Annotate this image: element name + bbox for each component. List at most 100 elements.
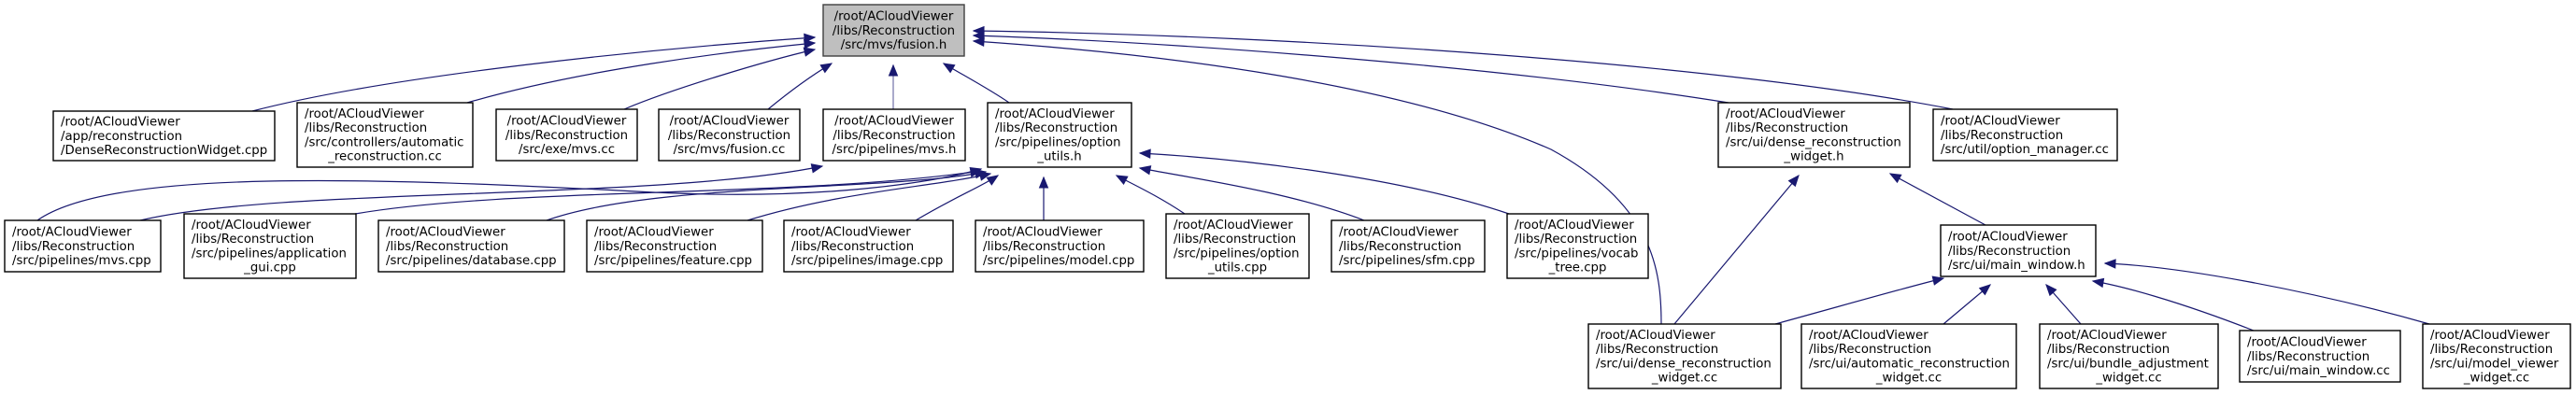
node-box (1165, 213, 1310, 279)
arrowhead-icon (1138, 165, 1152, 176)
node-main-window-h[interactable]: /root/ACloudViewer/libs/Reconstruction/s… (1940, 224, 2097, 277)
node-label-line: /src/pipelines/option (1174, 247, 1300, 261)
node-label-line: /root/ACloudViewer (1809, 329, 1928, 343)
node-database-cpp[interactable]: /root/ACloudViewer/libs/Reconstruction/s… (377, 219, 565, 273)
node-label-line: _utils.cpp (1207, 261, 1267, 275)
arrowhead-icon (1931, 275, 1945, 286)
node-feature-cpp[interactable]: /root/ACloudViewer/libs/Reconstruction/s… (586, 219, 763, 273)
edge-pipelines_mvs_cpp-to-pipelines_mvs_h (139, 163, 824, 221)
node-label-line: /root/ACloudViewer (791, 226, 911, 240)
edge-line (2092, 280, 2255, 332)
node-sfm-cpp[interactable]: /root/ACloudViewer/libs/Reconstruction/s… (1331, 219, 1486, 273)
edge-line (1116, 175, 1186, 215)
node-label-line: /libs/Reconstruction (1948, 245, 2071, 259)
edge-line (973, 40, 1662, 325)
node-option-manager[interactable]: /root/ACloudViewer/libs/Reconstruction/s… (1932, 108, 2118, 162)
edge-line (915, 175, 999, 221)
node-label-line: /root/ACloudViewer (1726, 107, 1845, 121)
node-model-viewer-cc[interactable]: /root/ACloudViewer/libs/Reconstruction/s… (2422, 323, 2571, 389)
root-node-fusion-h[interactable]: /root/ACloudViewer/libs/Reconstruction/s… (822, 4, 965, 57)
edge-line (36, 168, 982, 221)
node-pipelines-mvs-cpp[interactable]: /root/ACloudViewer/libs/Reconstruction/s… (4, 219, 162, 273)
node-label-line: /root/ACloudViewer (670, 115, 790, 129)
node-application-gui[interactable]: /root/ACloudViewer/libs/Reconstruction/s… (183, 213, 357, 279)
node-dense-widget-h[interactable]: /root/ACloudViewer/libs/Reconstruction/s… (1717, 102, 1911, 168)
edge-dense_widget_cc-to-dense_widget_h (1673, 174, 1800, 325)
edge-pipelines_mvs_h-to-root (888, 63, 899, 109)
node-label-line: _utils.h (1036, 150, 1081, 164)
node-label-line: /root/ACloudViewer (1515, 219, 1634, 233)
nodes-layer: /root/ACloudViewer/libs/Reconstruction/s… (4, 4, 2571, 389)
edge-line (251, 36, 816, 112)
node-label-line: /libs/Reconstruction (1941, 129, 2063, 143)
node-box (1506, 213, 1649, 279)
arrowhead-icon (819, 63, 833, 74)
node-label-line: /src/pipelines/option (995, 135, 1121, 149)
node-label-line: /libs/Reconstruction (2430, 343, 2553, 357)
node-box (1717, 102, 1911, 168)
node-option-utils-h[interactable]: /root/ACloudViewer/libs/Reconstruction/s… (987, 102, 1132, 168)
node-label-line: /libs/Reconstruction (12, 240, 135, 254)
node-model-cpp[interactable]: /root/ACloudViewer/libs/Reconstruction/s… (975, 219, 1145, 273)
node-label-line: /root/ACloudViewer (983, 226, 1103, 240)
node-label-line: /src/pipelines/sfm.cpp (1339, 254, 1475, 268)
node-dense-widget-app[interactable]: /root/ACloudViewer/app/reconstruction/De… (52, 110, 276, 162)
node-box (52, 110, 276, 162)
node-label-line: /root/ACloudViewer (1948, 231, 2068, 245)
node-label-line: /libs/Reconstruction (1174, 233, 1296, 247)
edge-dense_widget_cc-to-main_window_h (1774, 275, 1945, 325)
node-box (1587, 323, 1782, 389)
node-label-line: /libs/Reconstruction (386, 240, 508, 254)
node-label-line: /root/ACloudViewer (995, 107, 1115, 121)
node-label-line: /root/ACloudViewer (1941, 115, 2060, 129)
node-dense-widget-cc[interactable]: /root/ACloudViewer/libs/Reconstruction/s… (1587, 323, 1782, 389)
node-box (183, 213, 357, 279)
node-box (1331, 219, 1486, 273)
edge-pipelines_mvs_cpp-to-option_utils_h (36, 167, 983, 221)
node-label-line: _widget.cc (1651, 372, 1717, 386)
node-label-line: /libs/Reconstruction (791, 240, 914, 254)
node-label-line: /src/ui/dense_reconstruction (1596, 357, 1772, 371)
arrowhead-icon (810, 163, 824, 174)
node-exe-mvs[interactable]: /root/ACloudViewer/libs/Reconstruction/s… (495, 108, 638, 162)
node-auto-widget-cc[interactable]: /root/ACloudViewer/libs/Reconstruction/s… (1800, 323, 2017, 389)
node-vocab-tree-cpp[interactable]: /root/ACloudViewer/libs/Reconstruction/s… (1506, 213, 1649, 279)
node-label-line: /src/mvs/fusion.cc (674, 143, 786, 157)
node-label-line: /libs/Reconstruction (1339, 240, 1461, 254)
node-pipelines-mvs-h[interactable]: /root/ACloudViewer/libs/Reconstruction/s… (822, 108, 966, 162)
edge-auto_widget_cc-to-main_window_h (1943, 284, 1992, 325)
edge-feature_cpp-to-option_utils_h (747, 171, 992, 221)
node-box (586, 219, 763, 273)
node-label-line: /root/ACloudViewer (12, 226, 132, 240)
edge-dense_widget_h-to-root (972, 31, 1729, 104)
edge-dense_widget_cc-to-root (972, 36, 1662, 325)
edge-image_cpp-to-option_utils_h (915, 175, 1000, 221)
node-label-line: /libs/Reconstruction (305, 121, 427, 135)
node-label-line: /src/pipelines/application (192, 247, 347, 261)
node-label-line: /src/ui/dense_reconstruction (1726, 135, 1901, 149)
node-label-line: /root/ACloudViewer (386, 226, 505, 240)
node-label-line: /src/pipelines/mvs.cpp (12, 254, 151, 268)
edge-bundle_widget_cc-to-main_window_h (2045, 284, 2082, 325)
node-auto-recon-controller[interactable]: /root/ACloudViewer/libs/Reconstruction/s… (296, 102, 474, 168)
node-label-line: /src/util/option_manager.cc (1941, 143, 2109, 157)
node-label-line: /libs/Reconstruction (983, 240, 1105, 254)
node-main-window-cc[interactable]: /root/ACloudViewer/libs/Reconstruction/s… (2239, 330, 2401, 383)
arrowhead-icon (972, 25, 985, 36)
edge-line (466, 42, 816, 104)
arrowhead-icon (978, 171, 992, 181)
node-bundle-widget-cc[interactable]: /root/ACloudViewer/libs/Reconstruction/s… (2039, 323, 2219, 389)
arrowhead-icon (972, 36, 985, 48)
node-fusion-cc[interactable]: /root/ACloudViewer/libs/Reconstruction/s… (658, 108, 801, 162)
edge-main_window_h-to-dense_widget_h (1888, 173, 1986, 226)
arrowhead-icon (1787, 174, 1800, 188)
edge-line (1139, 152, 1510, 215)
node-label-line: /root/ACloudViewer (1339, 226, 1459, 240)
node-image-cpp[interactable]: /root/ACloudViewer/libs/Reconstruction/s… (783, 219, 954, 273)
edge-sfm_cpp-to-option_utils_h (1138, 165, 1365, 221)
node-option-utils-cpp[interactable]: /root/ACloudViewer/libs/Reconstruction/s… (1165, 213, 1310, 279)
node-label-line: /src/ui/main_window.h (1948, 259, 2085, 273)
arrowhead-icon (1138, 148, 1151, 159)
node-box (783, 219, 954, 273)
